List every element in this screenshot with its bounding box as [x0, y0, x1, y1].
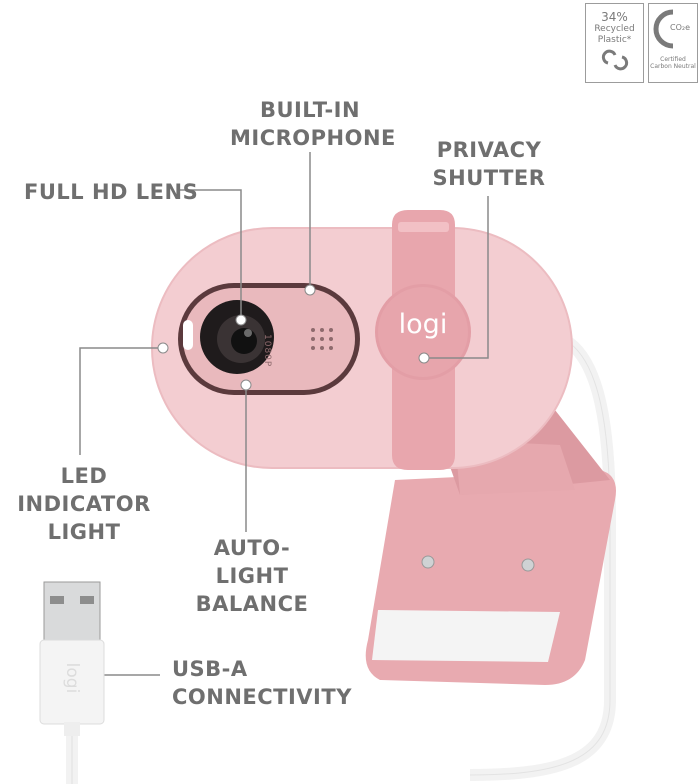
- led-indicator: [183, 320, 193, 350]
- co2e-label: CO₂e: [670, 23, 691, 32]
- usb-callout: USB-A CONNECTIVITY: [172, 655, 352, 711]
- microphone-callout: BUILT-IN MICROPHONE: [230, 96, 396, 152]
- privacy-callout-line: [426, 196, 489, 359]
- autolight-callout-line2: BALANCE: [195, 592, 309, 616]
- microphone-callout-line2: MICROPHONE: [230, 126, 396, 150]
- recycled-word: Recycled: [594, 24, 635, 34]
- shutter-logo: logi: [398, 309, 448, 340]
- lens-callout-line: [180, 189, 242, 318]
- led-callout-line1: LED INDICATOR: [17, 464, 151, 516]
- privacy-callout-line2: SHUTTER: [432, 166, 546, 190]
- led-callout-line: [79, 347, 162, 455]
- plastic-word: Plastic*: [597, 35, 632, 45]
- carbon-neutral-badge: CO₂e Certified Carbon Neutral: [648, 3, 698, 83]
- privacy-callout: PRIVACY SHUTTER: [430, 136, 548, 192]
- autolight-callout-line1: AUTO-LIGHT: [213, 536, 291, 588]
- recycle-icon: [601, 49, 628, 71]
- resolution-mark: 1080P: [262, 334, 272, 368]
- usb-connector-metal: [43, 581, 101, 645]
- carbon-neutral-caption: Carbon Neutral: [650, 63, 696, 70]
- usb-callout-line1: USB-A: [172, 657, 248, 681]
- mount-screw-right: [521, 558, 535, 572]
- led-callout: LED INDICATOR LIGHT: [0, 462, 168, 546]
- autolight-callout: AUTO-LIGHT BALANCE: [182, 534, 322, 618]
- usb-callout-line2: CONNECTIVITY: [172, 685, 352, 709]
- recycled-percent: 34%: [601, 10, 628, 24]
- mount-pad: [372, 610, 560, 662]
- mount-screw-left: [421, 555, 435, 569]
- led-callout-line2: LIGHT: [47, 520, 121, 544]
- certified-caption: Certified: [660, 56, 686, 63]
- carbon-c-icon: [653, 9, 674, 49]
- mic-holes: [311, 328, 333, 350]
- privacy-callout-line1: PRIVACY: [436, 138, 542, 162]
- microphone-callout-line1: BUILT-IN: [259, 98, 361, 122]
- plug-logo: logi: [62, 662, 82, 694]
- recycled-plastic-badge: 34% Recycled Plastic*: [585, 3, 644, 83]
- lens-callout: FULL HD LENS: [24, 180, 199, 204]
